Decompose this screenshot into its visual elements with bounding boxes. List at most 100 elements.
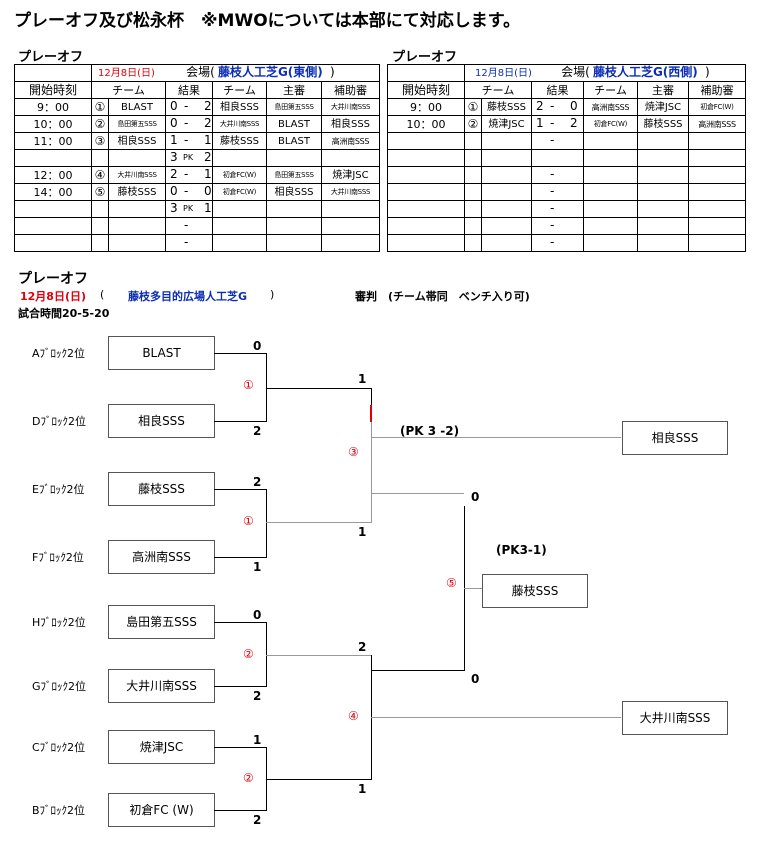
- team2-cell: 初倉FC(W): [212, 166, 267, 184]
- match-no-cell: ②: [464, 115, 482, 133]
- round1-score: 2: [253, 475, 262, 489]
- bracket-line: [214, 810, 266, 811]
- score-cell: -: [531, 217, 584, 235]
- bracket-line: [214, 557, 266, 558]
- score-value: 2: [204, 99, 212, 114]
- start-time-cell: [14, 149, 92, 167]
- venue-close: ): [704, 65, 710, 80]
- score-cell: -: [531, 132, 584, 150]
- team1-cell: [481, 166, 532, 184]
- score-separator: -: [550, 218, 555, 233]
- pk-result-match3: (PK 3 -2): [400, 424, 460, 438]
- block-rank-label: Bﾌﾞﾛｯｸ2位: [32, 804, 86, 817]
- team-box: 大井川南SSS: [108, 669, 215, 703]
- start-time-cell: [387, 234, 465, 252]
- score-cell: -: [531, 234, 584, 252]
- score-value: 2: [170, 167, 178, 182]
- block-rank-label: Dﾌﾞﾛｯｸ2位: [32, 415, 86, 428]
- score-value: 1: [170, 133, 178, 148]
- block-rank-label: Cﾌﾞﾛｯｸ2位: [32, 741, 86, 754]
- match-label-1: ①: [243, 514, 254, 528]
- block-rank-label: Gﾌﾞﾛｯｸ2位: [32, 680, 87, 693]
- col-header: チーム: [464, 81, 532, 99]
- header-row: 開始時刻 チーム 結果 チーム 主審 補助審: [14, 81, 380, 99]
- team1-cell: [108, 149, 166, 167]
- score-separator: -: [550, 116, 555, 131]
- referee-cell: BLAST: [266, 115, 322, 133]
- schedule-row: -: [387, 166, 747, 184]
- team1-cell: 藤枝SSS: [108, 183, 166, 201]
- match-no-cell: [464, 183, 482, 201]
- team2-cell: [583, 200, 638, 218]
- score-value: 0: [170, 116, 178, 131]
- col-header: 補助審: [321, 81, 380, 99]
- bracket-line: [266, 353, 267, 422]
- assistant-referee-cell: 高洲南SSS: [321, 132, 380, 150]
- team1-cell: 藤枝SSS: [481, 98, 532, 116]
- start-time-cell: [14, 217, 92, 235]
- team2-cell: 大井川南SSS: [212, 115, 267, 133]
- score-separator: -: [184, 167, 189, 182]
- match-label-3: ③: [348, 445, 359, 459]
- team1-cell: [481, 149, 532, 167]
- round1-score: 0: [253, 339, 262, 353]
- schedule-row: -: [14, 217, 380, 235]
- venue-paren-close: ): [270, 288, 275, 301]
- team2-cell: 初倉FC(W): [583, 115, 638, 133]
- team2-cell: [212, 149, 267, 167]
- assistant-referee-cell: [687, 234, 747, 252]
- score-separator: -: [550, 167, 555, 182]
- venue-row: 12月8日(日) 会場( 藤枝人工芝G(東側) ): [14, 64, 380, 82]
- schedule-row: -: [387, 234, 747, 252]
- final-score: 0: [471, 490, 480, 504]
- winner-box-match4: 大井川南SSS: [622, 701, 728, 735]
- assistant-referee-cell: 初倉FC(W): [687, 98, 747, 116]
- referee-cell: 焼津JSC: [637, 98, 689, 116]
- bracket-line: [371, 422, 372, 523]
- team1-cell: [108, 234, 166, 252]
- match-label-5: ⑤: [446, 576, 457, 590]
- bracket-venue: 藤枝多目的広場人工芝G: [128, 290, 248, 303]
- team2-cell: [212, 200, 267, 218]
- round2-score: 2: [358, 640, 367, 654]
- col-header: 主審: [637, 81, 689, 99]
- score-value: 1: [536, 116, 544, 131]
- team2-cell: [583, 149, 638, 167]
- match-label-2: ②: [243, 647, 254, 661]
- bracket-line: [371, 717, 621, 718]
- team2-cell: [583, 183, 638, 201]
- schedule-row: -: [14, 234, 380, 252]
- score-value: 0: [170, 184, 178, 199]
- match-no-cell: [91, 200, 109, 218]
- start-time-cell: [387, 132, 465, 150]
- bracket-section-title: プレーオフ: [18, 271, 88, 287]
- start-time-cell: [387, 149, 465, 167]
- match-no-cell: [464, 166, 482, 184]
- start-time-cell: 9：00: [387, 98, 465, 116]
- round1-score: 2: [253, 689, 262, 703]
- team1-cell: [481, 132, 532, 150]
- team-box: 相良SSS: [108, 404, 215, 438]
- bracket-line: [266, 489, 267, 558]
- score-value: 2: [204, 116, 212, 131]
- col-header: 結果: [165, 81, 213, 99]
- round1-score: 0: [253, 608, 262, 622]
- round1-score: 1: [253, 560, 262, 574]
- score-cell: [531, 149, 584, 167]
- score-value: 0: [204, 184, 212, 199]
- venue-name: 藤枝人工芝G(西側): [592, 65, 698, 80]
- assistant-referee-cell: 大井川南SSS: [321, 183, 380, 201]
- assistant-referee-cell: [687, 217, 747, 235]
- bracket-line: [214, 421, 266, 422]
- bracket-line: [214, 747, 266, 748]
- assistant-referee-cell: [687, 183, 747, 201]
- referee-cell: [637, 217, 689, 235]
- assistant-referee-cell: 焼津JSC: [321, 166, 380, 184]
- score-cell: 1-1: [165, 132, 213, 150]
